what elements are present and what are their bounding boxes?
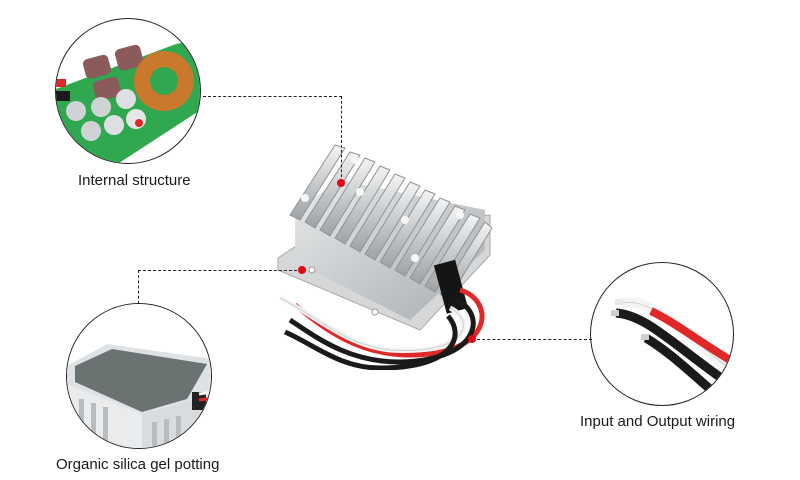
internal-structure-detail-image bbox=[55, 18, 201, 164]
internal-structure-label: Internal structure bbox=[78, 172, 191, 189]
pcb-illustration bbox=[56, 39, 200, 163]
connector-line-wiring-h bbox=[472, 339, 592, 340]
wiring-detail-image bbox=[590, 262, 734, 406]
potting-illustration bbox=[67, 304, 211, 448]
callout-marker-internal bbox=[337, 179, 345, 187]
callout-marker-potting bbox=[298, 266, 306, 274]
wiring-illustration bbox=[611, 297, 733, 405]
potting-label: Organic silica gel potting bbox=[56, 456, 220, 473]
callout-marker-wiring bbox=[468, 335, 476, 343]
connector-line-potting-h bbox=[138, 270, 302, 271]
potting-detail-image bbox=[66, 303, 212, 449]
connector-line-potting-v bbox=[138, 270, 139, 304]
connector-line-internal-h bbox=[203, 96, 342, 97]
wiring-label: Input and Output wiring bbox=[580, 413, 736, 430]
converter-illustration bbox=[277, 144, 493, 370]
product-image bbox=[260, 140, 510, 370]
connector-line-internal-v bbox=[341, 96, 342, 182]
